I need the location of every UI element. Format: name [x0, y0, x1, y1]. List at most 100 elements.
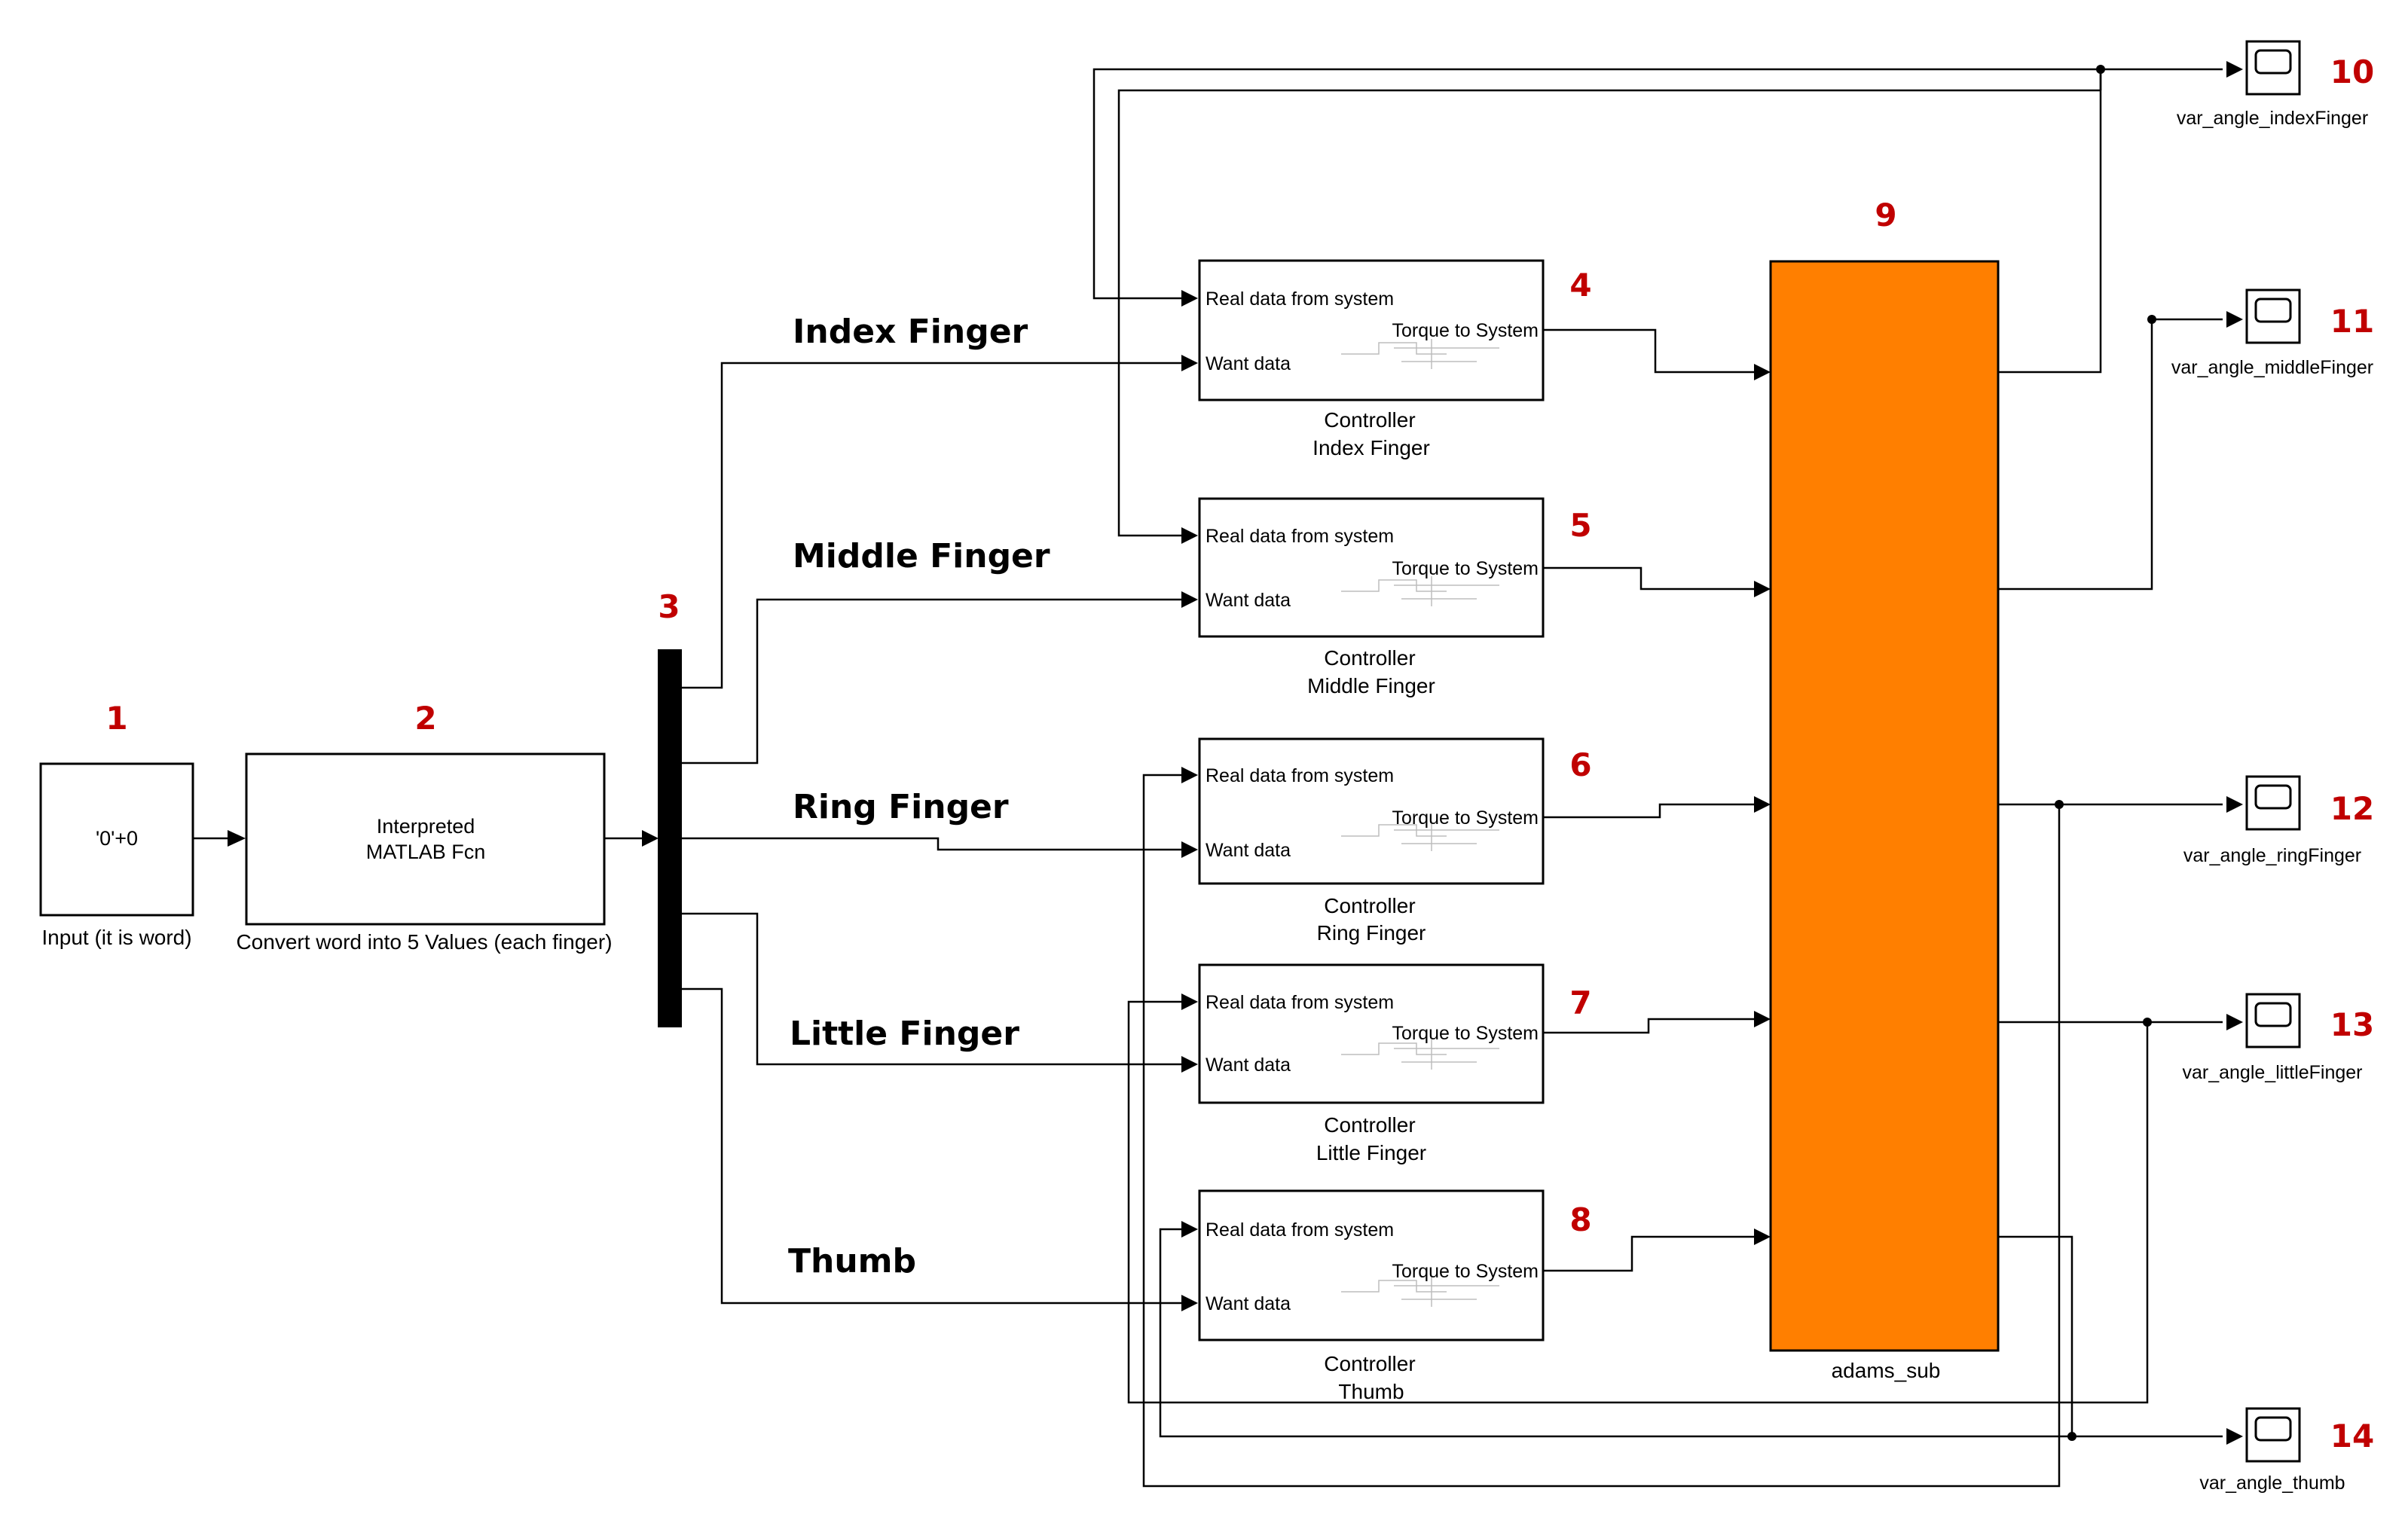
adams-sub-block[interactable]	[1769, 260, 2000, 1352]
scope-thumb-label: var_angle_thumb	[2199, 1473, 2345, 1494]
wire-out-index	[1998, 68, 2223, 374]
demux-block[interactable]	[658, 649, 682, 1027]
controller-index-caption-2: Index Finger	[1312, 436, 1430, 459]
wire-feedback-little	[1127, 1000, 2149, 1404]
controller-ring[interactable]: Real data from system Want data Torque t…	[1198, 737, 1545, 885]
wire-want-little	[682, 912, 1183, 1066]
adams-sub-body	[1769, 260, 2000, 1352]
number-1: 1	[105, 700, 127, 737]
port-want-data: Want data	[1206, 1055, 1291, 1076]
scope-ring[interactable]	[2245, 775, 2301, 831]
controller-index-caption-1: Controller	[1324, 408, 1415, 432]
port-torque: Torque to System	[1392, 558, 1539, 579]
controller-little-caption-1: Controller	[1324, 1113, 1415, 1137]
scope-icon	[2254, 1002, 2292, 1027]
wire-feedback-thumb	[1159, 1228, 2072, 1438]
port-real-data: Real data from system	[1206, 526, 1394, 547]
number-3: 3	[658, 588, 680, 625]
wire-want-index	[682, 362, 1183, 689]
fcn-text-line2: MATLAB Fcn	[366, 841, 486, 863]
number-9: 9	[1875, 197, 1896, 233]
port-torque: Torque to System	[1392, 1023, 1539, 1044]
finger-label-ring: Ring Finger	[793, 788, 1009, 826]
port-want-data: Want data	[1206, 590, 1291, 611]
controller-thumb-caption-1: Controller	[1324, 1352, 1415, 1375]
port-torque: Torque to System	[1392, 320, 1539, 341]
adams-caption: adams_sub	[1832, 1359, 1941, 1382]
controller-thumbnail	[1341, 576, 1499, 606]
port-real-data: Real data from system	[1206, 992, 1394, 1013]
finger-label-middle: Middle Finger	[793, 537, 1050, 575]
arrowhead	[642, 830, 659, 847]
port-real-data: Real data from system	[1206, 765, 1394, 786]
annotation-numbers: 1 2 3 4 5 6 7 8 9 10 11 12 13 14	[105, 53, 2374, 1454]
port-want-data: Want data	[1206, 1293, 1291, 1314]
signal-lines	[193, 61, 2243, 1488]
scope-index[interactable]	[2245, 40, 2301, 96]
port-want-data: Want data	[1206, 840, 1291, 861]
wire-out-thumb	[1998, 1235, 2223, 1438]
scope-little[interactable]	[2245, 993, 2301, 1048]
wire-torque-thumb	[1542, 1235, 1756, 1272]
controller-little[interactable]: Real data from system Want data Torque t…	[1198, 963, 1545, 1104]
arrowhead	[228, 830, 246, 847]
scope-icon	[2254, 49, 2292, 75]
wire-torque-index	[1542, 328, 1756, 374]
wire-torque-middle	[1542, 566, 1756, 591]
wire-out-middle	[1998, 318, 2223, 591]
branch-point	[2143, 1018, 2152, 1027]
port-torque: Torque to System	[1392, 1261, 1539, 1282]
branch-point	[2067, 1432, 2076, 1441]
wire-feedback-middle	[1117, 89, 2101, 537]
controller-thumb-caption-2: Thumb	[1338, 1380, 1404, 1403]
controller-index[interactable]: Real data from system Want data Torque t…	[1198, 259, 1545, 401]
scope-middle[interactable]	[2245, 288, 2301, 344]
number-8: 8	[1569, 1201, 1591, 1238]
finger-label-thumb: Thumb	[788, 1242, 916, 1280]
scope-little-label: var_angle_littleFinger	[2182, 1062, 2362, 1083]
controller-ring-caption-2: Ring Finger	[1317, 921, 1426, 945]
matlab-fcn-block[interactable]: Interpreted MATLAB Fcn	[245, 752, 606, 926]
number-11: 11	[2330, 303, 2374, 340]
scope-icon	[2254, 784, 2292, 810]
number-7: 7	[1569, 984, 1591, 1021]
number-2: 2	[414, 700, 436, 737]
controller-thumbnail	[1341, 339, 1499, 369]
port-real-data: Real data from system	[1206, 1219, 1394, 1241]
scope-thumb[interactable]	[2245, 1407, 2301, 1463]
input-caption: Input (it is word)	[41, 926, 191, 949]
controller-middle-caption-2: Middle Finger	[1307, 674, 1435, 697]
finger-label-index: Index Finger	[793, 313, 1028, 351]
wire-feedback-index	[1092, 68, 2101, 300]
finger-label-little: Little Finger	[790, 1015, 1019, 1053]
scope-middle-label: var_angle_middleFinger	[2171, 357, 2373, 378]
controller-middle-caption-1: Controller	[1324, 646, 1415, 670]
input-block[interactable]: '0'+0	[39, 762, 194, 917]
controller-thumbnail	[1341, 1277, 1499, 1307]
fcn-caption: Convert word into 5 Values (each finger)	[236, 930, 612, 954]
number-10: 10	[2330, 53, 2374, 90]
scope-icon	[2254, 298, 2292, 323]
controller-thumbnail	[1341, 821, 1499, 851]
scope-index-label: var_angle_indexFinger	[2177, 108, 2368, 129]
controller-thumb[interactable]: Real data from system Want data Torque t…	[1198, 1189, 1545, 1341]
port-torque: Torque to System	[1392, 807, 1539, 829]
wire-want-middle	[682, 598, 1183, 765]
number-12: 12	[2330, 790, 2374, 827]
wire-torque-little	[1542, 1018, 1756, 1034]
wire-torque-ring	[1542, 803, 1756, 819]
scope-icon	[2254, 1416, 2292, 1442]
number-13: 13	[2330, 1006, 2374, 1043]
wire-want-thumb	[682, 987, 1183, 1305]
wire-want-ring	[682, 837, 1183, 851]
branch-point	[2147, 315, 2156, 324]
port-want-data: Want data	[1206, 353, 1291, 374]
fcn-text-line1: Interpreted	[377, 815, 475, 838]
controller-thumbnail	[1341, 1039, 1499, 1070]
controller-middle[interactable]: Real data from system Want data Torque t…	[1198, 497, 1545, 638]
scope-ring-label: var_angle_ringFinger	[2183, 845, 2361, 866]
branch-point	[2055, 800, 2064, 809]
input-block-text: '0'+0	[96, 827, 138, 850]
